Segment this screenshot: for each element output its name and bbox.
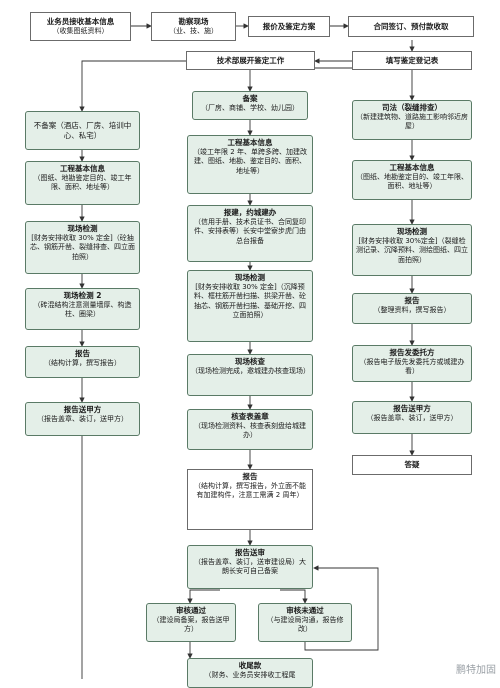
node-mid-report-review: 报告送审（报告盖章、装订，送审建设局）大朗长安可自己备案 xyxy=(187,545,313,589)
node-left-report: 报告（结构计算，撰写报告） xyxy=(25,346,140,378)
arrow-loop-back xyxy=(304,565,379,651)
node-mid-site-check: 现场核查（现场检测完成，邀城建办核查现场） xyxy=(187,354,313,396)
node-register-form: 填写鉴定登记表 xyxy=(352,51,472,70)
node-mid-project-info: 工程基本信息（竣工年限 2 年、单跨多跨、加建改建、图纸、地勘、鉴定目的、面积、… xyxy=(187,135,313,194)
node-mid-report-construction: 报建，约城建办（信用手册、技术员证书、合同复印件、安排表等）长安中堂寮步虎门由总… xyxy=(187,205,313,262)
node-no-filing: 不备案（酒店、厂房、培训中心、私宅） xyxy=(25,111,140,150)
node-right-send-report: 报告送甲方（报告盖章、装订，送甲方） xyxy=(352,401,472,434)
node-right-report: 报告（整理资料，撰写报告） xyxy=(352,293,472,324)
node-site-survey: 勘察现场（业、技、施） xyxy=(151,12,236,41)
node-receive-info: 业务员接收基本信息（收集图纸资料） xyxy=(30,12,131,41)
node-right-send-client: 报告发委托方（报告电子版先发委托方或城建办看） xyxy=(352,345,472,382)
node-left-project-info: 工程基本信息（图纸、地勘鉴定目的、竣工年限、面积、地址等） xyxy=(25,161,140,205)
node-mid-site-test: 现场检测[财务安排收取 30% 定金]（沉降预料、框柱筋开凿扫描、拱梁开凿、砼抽… xyxy=(187,270,313,342)
watermark-text: 鹏特加固 xyxy=(456,665,496,676)
node-filing: 备案（厂房、商铺、学校、幼儿园） xyxy=(192,91,308,120)
node-left-site-test: 现场检测[财务安排收取 30% 定金]（砼抽芯、钢筋开凿、裂缝排查、四立面拍照） xyxy=(25,221,140,274)
node-final-payment: 收尾款（财务、业务员安排收工程尾 xyxy=(187,658,313,688)
node-quote-plan: 报价及鉴定方案 xyxy=(248,16,330,37)
node-review-passed: 审核通过（建设局备案，报告送甲方） xyxy=(146,603,236,642)
node-left-site-test-2: 现场检测 2（砖混结构注意测量墙厚、构造柱、圈梁） xyxy=(25,288,140,330)
node-start-appraisal: 技术部展开鉴定工作 xyxy=(186,51,315,70)
node-contract: 合同签订、预付款收取 xyxy=(348,16,474,37)
node-mid-report: 报告（结构计算，撰写报告，外立面不能有加建构件，注意工需满 2 周年） xyxy=(187,469,313,530)
node-right-project-info: 工程基本信息（图纸、地勘鉴定目的、竣工年限、面积、地址等） xyxy=(352,160,472,200)
arrow-n6-r1 xyxy=(315,67,415,101)
node-qa: 答疑 xyxy=(352,455,472,475)
node-judicial: 司法（裂缝排查）（新建建筑物、道路施工影响邻近房屋） xyxy=(352,100,472,140)
node-right-site-test: 现场检测[财务安排收取 30%定金]（裂缝检测记录、沉降预料、测绘图纸、四立面拍… xyxy=(352,224,472,276)
arrow-n6-l1 xyxy=(79,60,186,112)
node-mid-check-stamp: 核查表盖章（现场检测资料、核查表刻盘给城建办） xyxy=(187,409,313,450)
node-left-send-report: 报告送甲方（报告盖章、装订，送甲方） xyxy=(25,402,140,436)
node-review-failed: 审核未通过（与建设局沟通，报告修改） xyxy=(258,603,352,642)
